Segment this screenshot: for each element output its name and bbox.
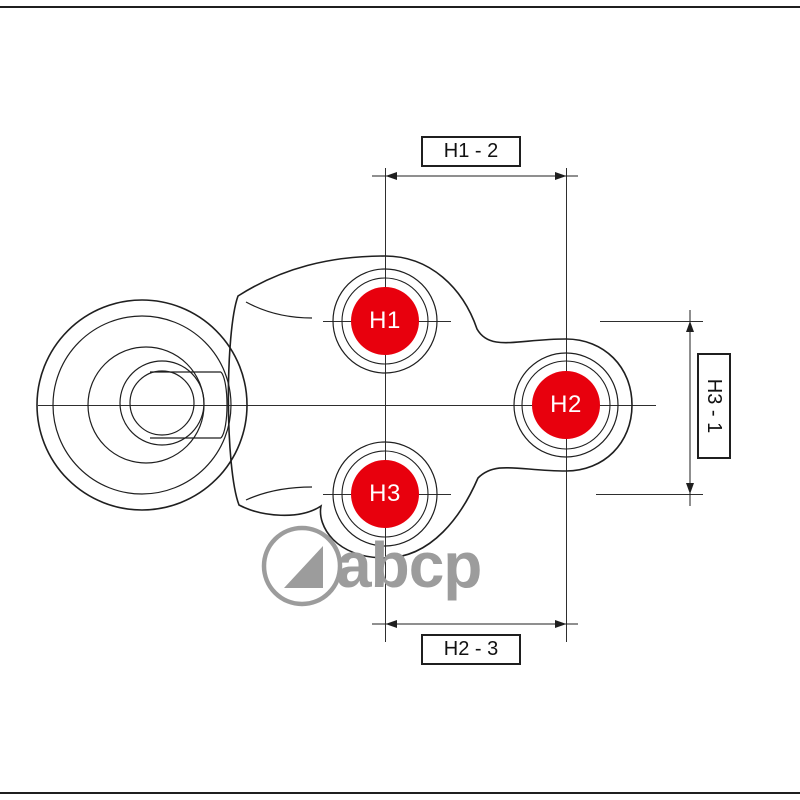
dim-label-h2-3-text: H2 - 3 [443,638,499,660]
hole-marker-h1-label: H1 [369,307,401,334]
dim-label-h2-3: H2 - 3 [421,634,521,665]
hole-marker-h3-label: H3 [369,480,401,507]
watermark-logo-icon [261,525,343,607]
dim-label-h3-1-text: H3 - 1 [703,378,726,434]
dim-label-h1-2: H1 - 2 [421,136,521,167]
body-outline [227,255,633,559]
dim-label-h3-1: H3 - 1 [697,353,731,459]
dimension-arrows [385,172,694,628]
dimension-lines [372,175,691,625]
hole-marker-h3: H3 [351,460,419,528]
hole-marker-h1: H1 [351,287,419,355]
frame-border [0,6,800,794]
hole-marker-h2-label: H2 [550,391,582,418]
socket-drawing [36,299,248,511]
hole-marker-h2: H2 [532,371,600,439]
dim-label-h1-2-text: H1 - 2 [443,140,499,162]
watermark-text: abcp [336,529,482,601]
